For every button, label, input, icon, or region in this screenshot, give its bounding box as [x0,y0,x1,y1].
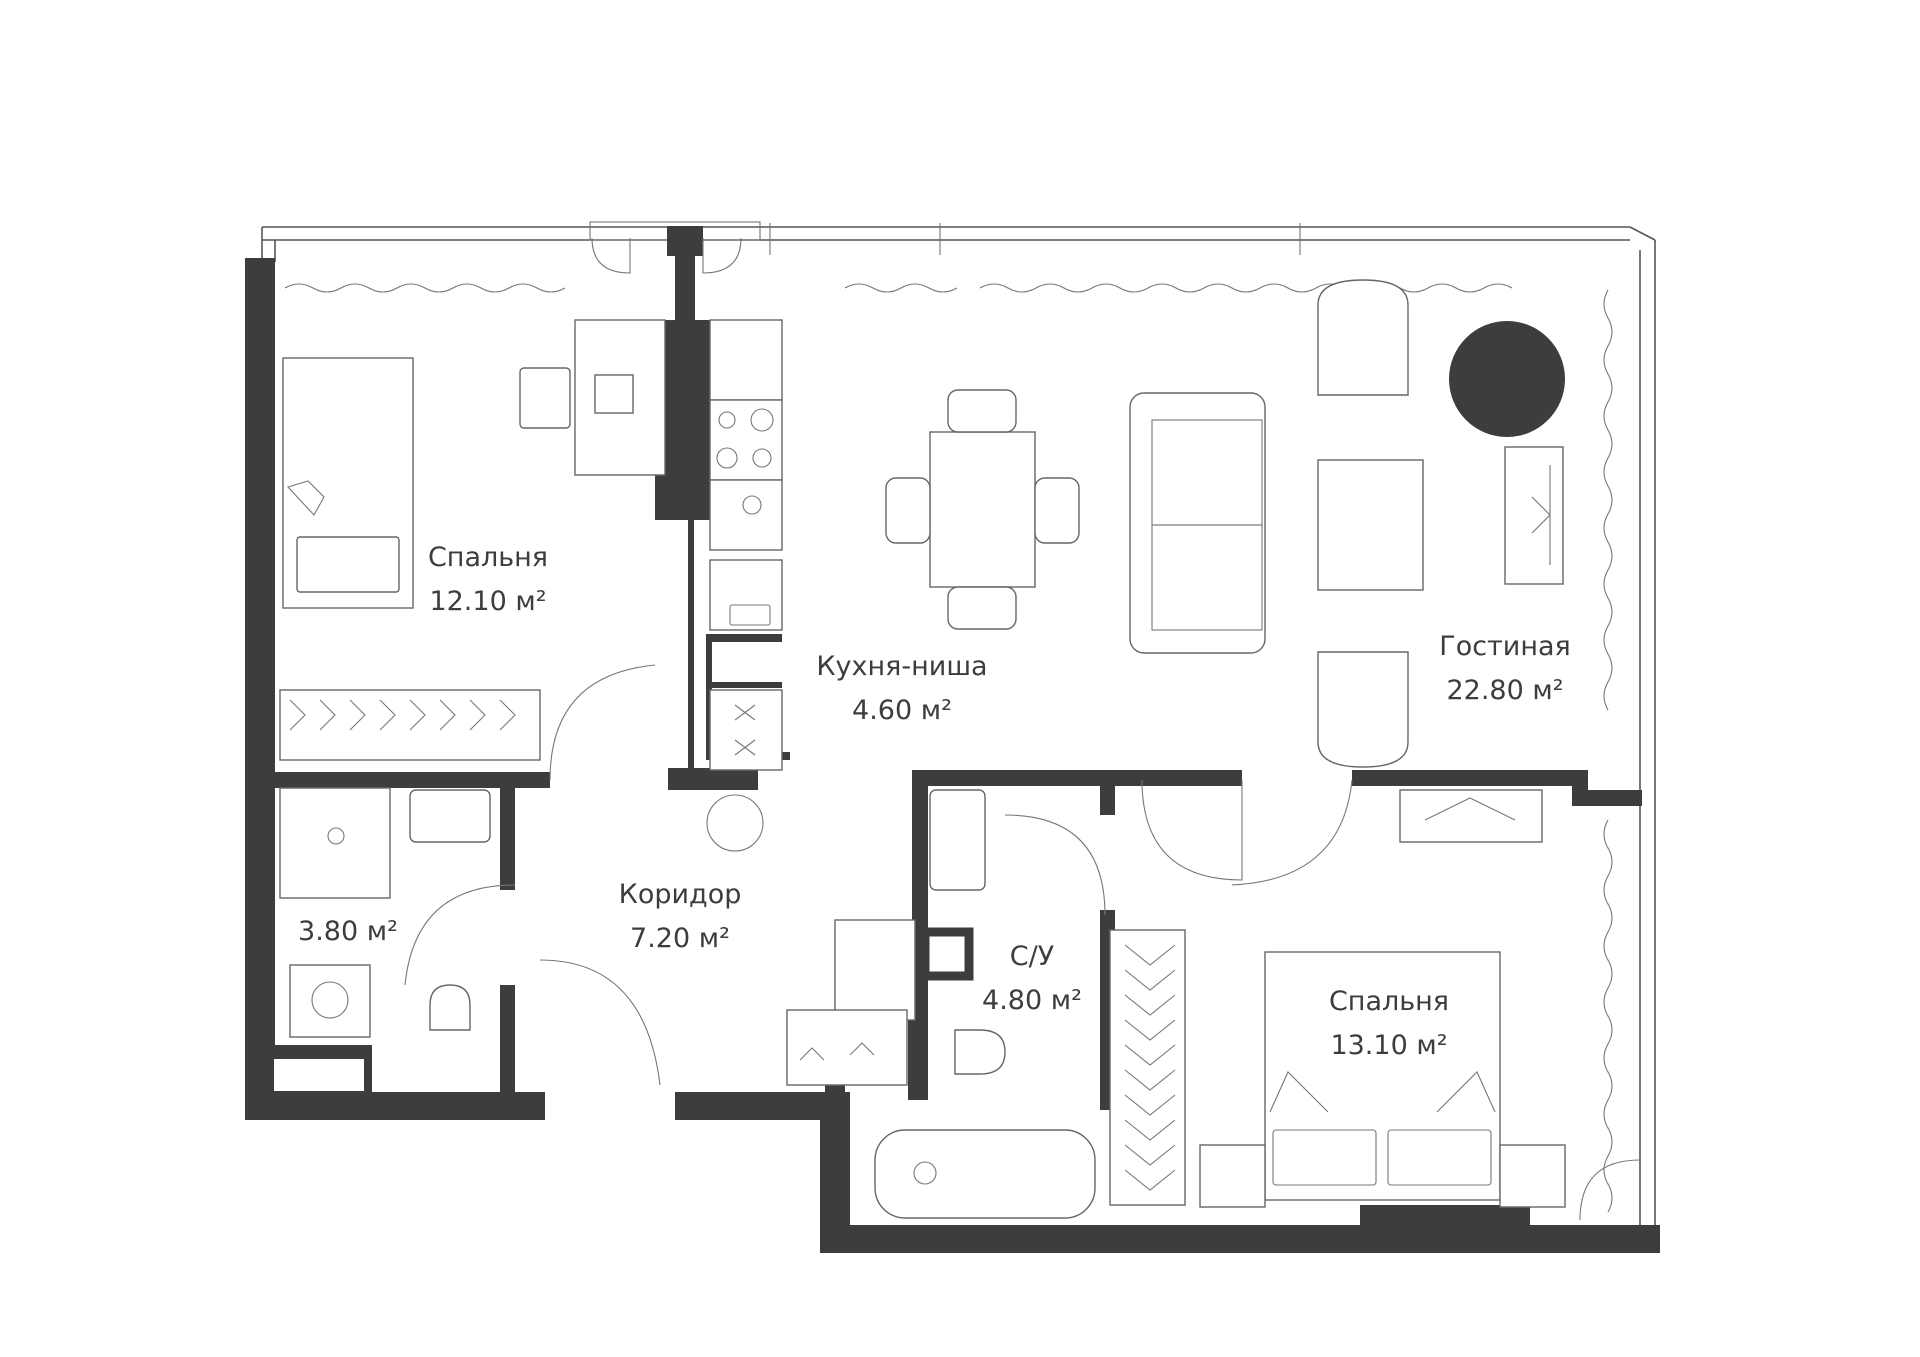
room-name: Гостиная [1439,631,1571,662]
label-bathroom2: С/У 4.80 м² [982,935,1082,1023]
room-area: 12.10 м² [429,586,547,617]
walls [245,226,1660,1253]
coffee-table [1317,459,1424,591]
wash-basin [409,789,491,843]
doors [404,237,1641,1221]
sofa [1129,392,1266,654]
bathroom1-fixtures [279,787,491,1038]
curtains [284,283,1613,1213]
label-kitchen: Кухня-ниша 4.60 м² [816,645,987,733]
room-name: Спальня [1328,986,1450,1017]
cooktop [709,399,783,481]
nightstand-right [1499,1144,1566,1208]
chair [519,367,571,429]
nightstand-left [1199,1144,1266,1208]
laptop [594,374,634,414]
label-bedroom1: Спальня 12.10 м² [428,536,548,624]
dining-table [929,431,1036,588]
room-area: 4.60 м² [852,695,952,726]
round-decor [1449,321,1565,437]
room-name: Коридор [618,879,742,910]
kitchen-furniture [706,319,783,852]
wardrobe [279,689,541,761]
living-furniture [885,279,1565,843]
armchair-bottom [1317,651,1409,768]
bathtub [874,1129,1096,1219]
label-corridor: Коридор 7.20 м² [619,873,742,961]
bedroom1-furniture [279,319,666,761]
su-basin [929,789,986,891]
toilet [429,984,471,1031]
dishwasher [709,689,783,771]
label-bathroom1: 3.80 м² [298,910,398,954]
room-area: 7.20 м² [630,923,730,954]
bedroom2-furniture [1109,929,1566,1208]
armchair-top [1317,279,1409,396]
closet [1399,789,1543,843]
corridor-wardrobe [786,919,916,1086]
wardrobe2 [1109,929,1186,1206]
room-area: 4.80 м² [982,985,1082,1016]
label-living: Гостиная 22.80 м² [1439,625,1571,713]
shower [279,787,391,899]
room-area: 13.10 м² [1330,1030,1448,1061]
bathroom2-fixtures [874,789,1096,1219]
room-area: 3.80 м² [298,916,398,947]
tv-stand [1504,446,1564,585]
room-name: Кухня-ниша [816,651,988,682]
label-bedroom2: Спальня 13.10 м² [1329,980,1449,1068]
double-bed [1264,951,1501,1201]
su-toilet [954,1029,1006,1075]
kitchen-sink [709,559,783,631]
washing-machine [289,964,371,1038]
room-name: С/У [1009,941,1055,972]
room-name: Спальня [427,542,549,573]
room-area: 22.80 м² [1446,675,1564,706]
